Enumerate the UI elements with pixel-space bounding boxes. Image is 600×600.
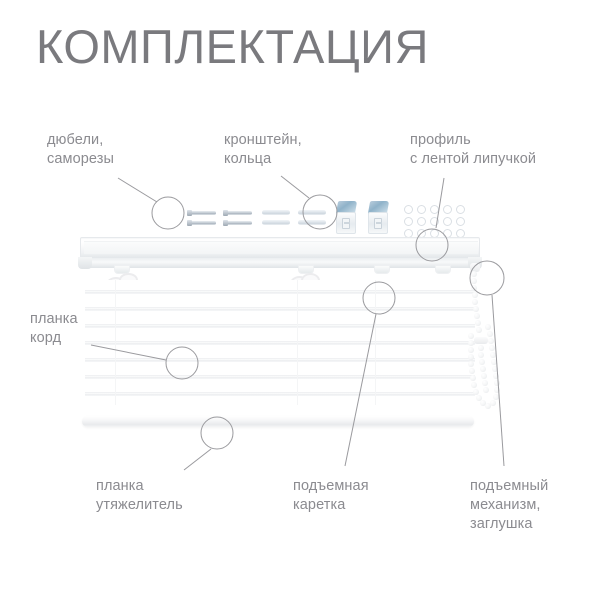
velcro-tape — [84, 241, 478, 255]
blind-slat — [85, 290, 475, 294]
ring-icon — [443, 205, 452, 214]
blind-cord — [375, 280, 376, 405]
blind-cord — [297, 280, 298, 405]
product-photo — [0, 185, 600, 455]
blind-slat — [85, 358, 475, 362]
ring-icon — [443, 217, 452, 226]
screw-icon — [187, 210, 216, 216]
dowel-icon — [298, 220, 326, 225]
screw-icon — [223, 210, 252, 216]
callout-label-weight-bar: планка утяжелитель — [96, 478, 183, 513]
dowel-icon — [262, 210, 290, 215]
weight-bar — [82, 416, 474, 427]
callout-label-lift-carriage: подъемная каретка — [293, 478, 369, 513]
callout-label-lift-mechanism-cap: подъемный механизм, заглушка — [470, 478, 549, 532]
screw-icon — [187, 220, 216, 226]
ring-icon — [404, 217, 413, 226]
ring-icon — [417, 217, 426, 226]
lift-carriage — [374, 265, 390, 274]
ring-icon — [417, 205, 426, 214]
blind-slat — [85, 324, 475, 328]
bracket-slot — [342, 218, 350, 229]
callout-label-slat-cord: планка корд — [30, 311, 78, 346]
ring-icon — [456, 205, 465, 214]
callout-label-profile-velcro: профиль с лентой липучкой — [410, 132, 537, 167]
blind-cord — [115, 280, 116, 405]
callout-label-bracket-rings: кронштейн, кольца — [224, 132, 302, 167]
lift-carriage — [435, 265, 451, 274]
blind-slat — [85, 375, 475, 379]
dowel-icon — [298, 210, 326, 215]
rail-face — [80, 237, 480, 259]
bracket-icon — [335, 201, 358, 234]
rail-end-cap-left — [78, 257, 92, 269]
blind-slat — [85, 341, 475, 345]
chain-tassel-clip — [474, 337, 488, 344]
screw-icon — [223, 220, 252, 226]
ring-icon — [430, 205, 439, 214]
bracket-slot — [374, 218, 382, 229]
page-title: КОМПЛЕКТАЦИЯ — [36, 20, 429, 73]
rail-underside — [80, 258, 480, 268]
ring-icon — [456, 217, 465, 226]
blind-slat — [85, 392, 475, 396]
ring-icon — [430, 217, 439, 226]
callout-label-dowels-screws: дюбели, саморезы — [47, 132, 115, 167]
bracket-icon — [367, 201, 390, 234]
dowel-icon — [262, 220, 290, 225]
blind-panel — [85, 280, 475, 405]
profile-rail — [78, 237, 482, 296]
ring-icon — [404, 205, 413, 214]
blind-slat — [85, 307, 475, 311]
